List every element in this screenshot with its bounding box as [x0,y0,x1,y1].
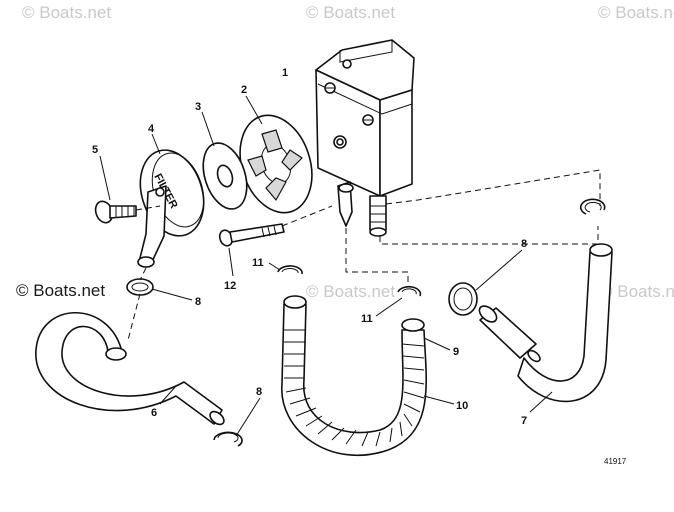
watermark-middle: © Boats.net [306,282,395,301]
watermark-top-center: © Boats.net [306,3,395,22]
part-gasket [202,142,248,210]
leader-7 [529,391,553,413]
assembly-line-screw [135,205,161,211]
part-hose-clip-left-top [126,278,154,296]
leader-4 [151,133,161,155]
part-fuel-pump-body [315,39,415,237]
part-hose-clip-bottom-left [213,431,243,447]
callout-11-bottom: 11 [361,313,373,325]
watermark-left-dark: © Boats.net [16,281,105,300]
callout-10: 10 [456,400,468,412]
leader-5 [99,155,111,201]
part-hose-6 [35,311,225,426]
watermark-top-right: © Boats.net [598,3,674,22]
assembly-line-fuel-upper [385,169,601,206]
callout-2: 2 [241,84,247,96]
leader-9 [423,337,451,351]
callout-8-left: 8 [195,296,201,308]
leader-8c [235,397,261,437]
callout-6: 6 [151,407,157,419]
callout-3: 3 [195,101,201,113]
part-hose-7 [478,243,613,403]
leader-6 [159,385,177,405]
part-diaphragm-plate [239,114,313,214]
watermark-middle-right: © Boats.net [600,282,674,301]
part-clip-11-bottom [397,285,422,297]
callout-11-top: 11 [252,257,264,269]
part-hose-clip-right-top [579,198,606,215]
callout-9: 9 [453,346,459,358]
part-hose-clip-right-large [448,282,478,316]
callout-1: 1 [282,67,288,79]
leader-3 [201,111,215,147]
assembly-line-pump-outlet [345,228,409,286]
part-hose-10-corrugated [281,295,427,456]
callout-4: 4 [148,123,155,135]
figure-number: 41917 [604,457,627,466]
leader-12 [228,247,234,277]
leader-8b [475,249,523,291]
callout-8-bottom: 8 [256,386,262,398]
callout-12: 12 [224,280,236,292]
leader-11a [268,262,281,271]
watermark-top-left: © Boats.net [22,3,111,22]
leader-2 [245,95,263,125]
callout-7: 7 [521,415,527,427]
leader-8a [151,288,193,301]
assembly-line-pump-return [379,226,599,245]
callout-8-right: 8 [521,238,527,250]
part-bolt [218,223,285,247]
assembly-line-bolt [281,205,333,227]
assembly-line-filter-clip [127,267,147,341]
part-thumb-screw [94,200,137,224]
callout-5: 5 [92,144,98,156]
leader-11b [375,297,403,317]
part-filter-cover: FILTER [137,149,205,268]
leader-10 [423,395,455,405]
part-clip-11-top [277,265,303,275]
